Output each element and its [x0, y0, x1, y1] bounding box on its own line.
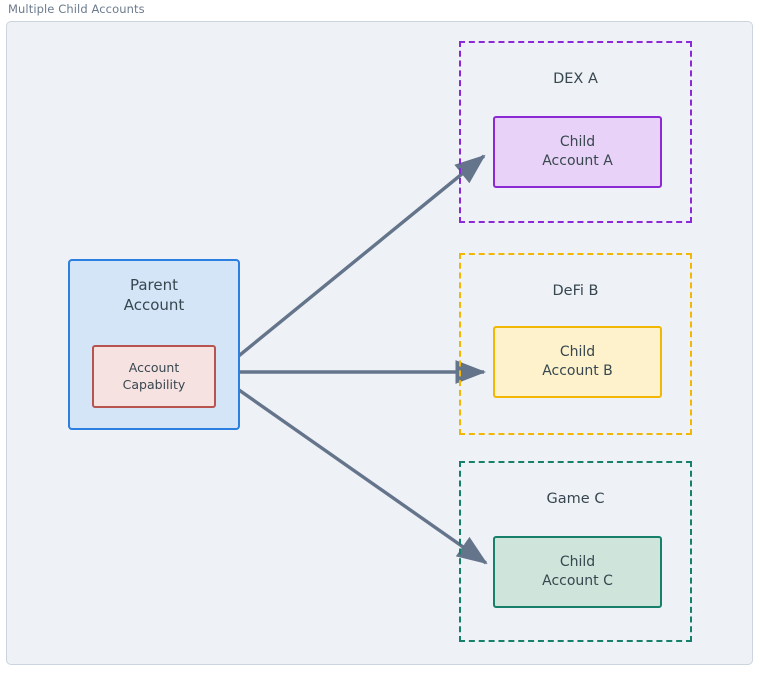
- account-capability-label-line1: Account: [128, 359, 180, 375]
- diagram-title: Multiple Child Accounts: [8, 2, 145, 16]
- child-account-c-label-line1: Child: [559, 554, 596, 571]
- child-account-b-label-line1: Child: [559, 344, 596, 361]
- child-account-a-label-line2: Account A: [542, 153, 613, 169]
- group-game-c: Game C: [459, 461, 692, 642]
- child-account-c-label-line2: Account C: [542, 573, 613, 589]
- account-capability-node[interactable]: Account Capability: [92, 345, 216, 408]
- child-account-b-label-line2: Account B: [542, 363, 613, 379]
- group-dex-a: DEX A: [459, 41, 692, 223]
- child-account-a-node[interactable]: Child Account A: [493, 116, 662, 188]
- group-defi-b-label: DeFi B: [552, 283, 599, 299]
- child-account-a-label-line1: Child: [559, 134, 596, 151]
- child-account-b-node[interactable]: Child Account B: [493, 326, 662, 398]
- parent-account-label-line2: Account: [123, 296, 185, 315]
- parent-account-label-line1: Parent: [129, 276, 179, 294]
- group-defi-b: DeFi B: [459, 253, 692, 435]
- group-dex-a-label: DEX A: [553, 71, 598, 87]
- child-account-c-node[interactable]: Child Account C: [493, 536, 662, 608]
- group-game-c-label: Game C: [546, 491, 605, 507]
- account-capability-label-line2: Capability: [122, 376, 186, 392]
